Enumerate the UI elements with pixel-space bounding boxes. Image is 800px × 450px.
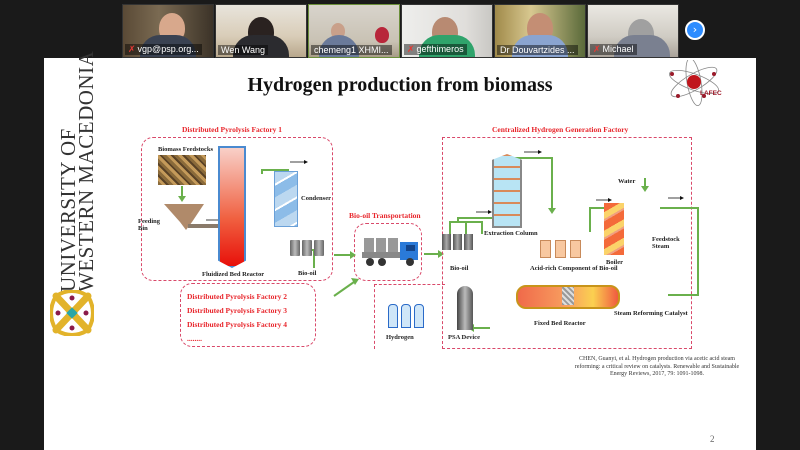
participant-tile[interactable]: ✗gefthimeros [401, 4, 493, 58]
participant-tile[interactable]: Wen Wang [215, 4, 307, 58]
drum [290, 240, 300, 256]
cylinder [414, 304, 424, 328]
cylinder [388, 304, 398, 328]
central-bio-oil-drums [442, 234, 473, 250]
central-factory-box-extension [374, 284, 445, 349]
psa-device-label: PSA Device [448, 334, 480, 341]
other-factories-box [180, 283, 316, 347]
participant-name: ✗Michael [590, 44, 637, 55]
participant-name: Wen Wang [218, 45, 269, 55]
participant-body [233, 35, 289, 57]
factory1-box [141, 137, 333, 281]
feedstock-steam-label: Feedstock Steam [652, 236, 680, 250]
other-factories-list: Distributed Pyrolysis Factory 2 Distribu… [187, 290, 287, 346]
feeding-bin [164, 204, 204, 230]
drum [314, 240, 324, 256]
steam-reforming-catalyst-label: Steam Reforming Catalyst [614, 310, 688, 317]
fluidized-bed-reactor [218, 146, 246, 268]
hydrogen-label: Hydrogen [386, 334, 414, 341]
water-label: Water [618, 178, 636, 185]
jar [570, 240, 581, 258]
participant-tile[interactable]: chemeng1 XHMI... [308, 4, 400, 58]
condenser [274, 171, 298, 227]
atom-icon [669, 57, 719, 107]
participant-body [140, 35, 196, 57]
fixed-bed-reactor-label: Fixed Bed Reactor [534, 320, 586, 327]
lafec-logo: LAFEC [664, 57, 724, 111]
factory2-label: Distributed Pyrolysis Factory 2 [187, 292, 288, 301]
drum [453, 234, 462, 250]
lafec-text: LAFEC [700, 90, 722, 97]
boiler-label: Boiler [606, 259, 623, 266]
factory3-label: Distributed Pyrolysis Factory 3 [187, 306, 288, 315]
biomass-feedstocks-label: Biomass Feedstocks [158, 146, 214, 153]
shared-slide: UNIVERSITY OF WESTERN MACEDONIA Hydrogen… [44, 51, 756, 450]
truck-drum [364, 238, 374, 252]
participant-tile[interactable]: Dr Douvartzides ... [494, 4, 586, 58]
extraction-column [492, 154, 522, 228]
mic-muted-icon: ✗ [593, 44, 601, 54]
drum [442, 234, 451, 250]
transport-graphics [333, 238, 444, 297]
factory4-label: Distributed Pyrolysis Factory 4 [187, 320, 288, 329]
video-gallery: ✗vgp@psp.org... Wen Wang chemeng1 XHMI..… [0, 0, 800, 58]
participant-name: ✗gefthimeros [404, 44, 467, 55]
participant-name: chemeng1 XHMI... [311, 45, 392, 55]
bio-oil-drums [290, 240, 324, 256]
participant-face [375, 27, 389, 43]
cylinder [401, 304, 411, 328]
psa-device [457, 286, 473, 330]
extraction-column-label: Extraction Column [484, 230, 538, 237]
participant-body [512, 35, 568, 57]
mic-muted-icon: ✗ [128, 44, 136, 54]
participant-name: ✗vgp@psp.org... [125, 44, 202, 55]
acid-rich-jars [540, 240, 581, 258]
drum [464, 234, 473, 250]
jar [555, 240, 566, 258]
jar [540, 240, 551, 258]
central-bio-oil-label: Bio-oil [450, 265, 469, 272]
condenser-label: Condenser [301, 195, 331, 202]
fluidized-bed-reactor-label: Fluidized Bed Reactor [202, 271, 265, 278]
mic-muted-icon: ✗ [407, 44, 415, 54]
boiler [604, 203, 624, 255]
participant-body [319, 35, 359, 57]
transport-title: Bio-oil Transportation [349, 211, 421, 220]
catalyst-bed [562, 287, 574, 305]
slide-title: Hydrogen production from biomass [247, 74, 553, 96]
participant-name: Dr Douvartzides ... [497, 45, 578, 55]
hydrogen-cylinders [388, 304, 424, 328]
biomass-image [158, 155, 206, 185]
bio-oil-label: Bio-oil [298, 270, 317, 277]
university-knot-logo [50, 290, 94, 336]
more-factories-ellipsis: ........ [187, 334, 202, 343]
feeding-bin-label: Feeding Bin [138, 218, 161, 232]
factory1-title: Distributed Pyrolysis Factory 1 [182, 125, 283, 134]
slide-page-number: 2 [710, 434, 715, 444]
reference-citation: CHEN, Guanyi, et al. Hydrogen production… [574, 356, 740, 377]
drum [302, 240, 312, 256]
transport-box [354, 223, 422, 281]
participant-body [419, 35, 475, 57]
participant-tile[interactable]: ✗Michael [587, 4, 679, 58]
participant-tile[interactable]: ✗vgp@psp.org... [122, 4, 214, 58]
participant-body [614, 35, 670, 57]
next-gallery-page-button[interactable]: › [685, 20, 705, 40]
central-factory-title: Centralized Hydrogen Generation Factory [492, 125, 629, 134]
university-name: UNIVERSITY OF WESTERN MACEDONIA [54, 51, 98, 296]
chevron-right-icon: › [692, 23, 698, 36]
acid-rich-label: Acid-rich Component of Bio-oil [530, 265, 618, 272]
